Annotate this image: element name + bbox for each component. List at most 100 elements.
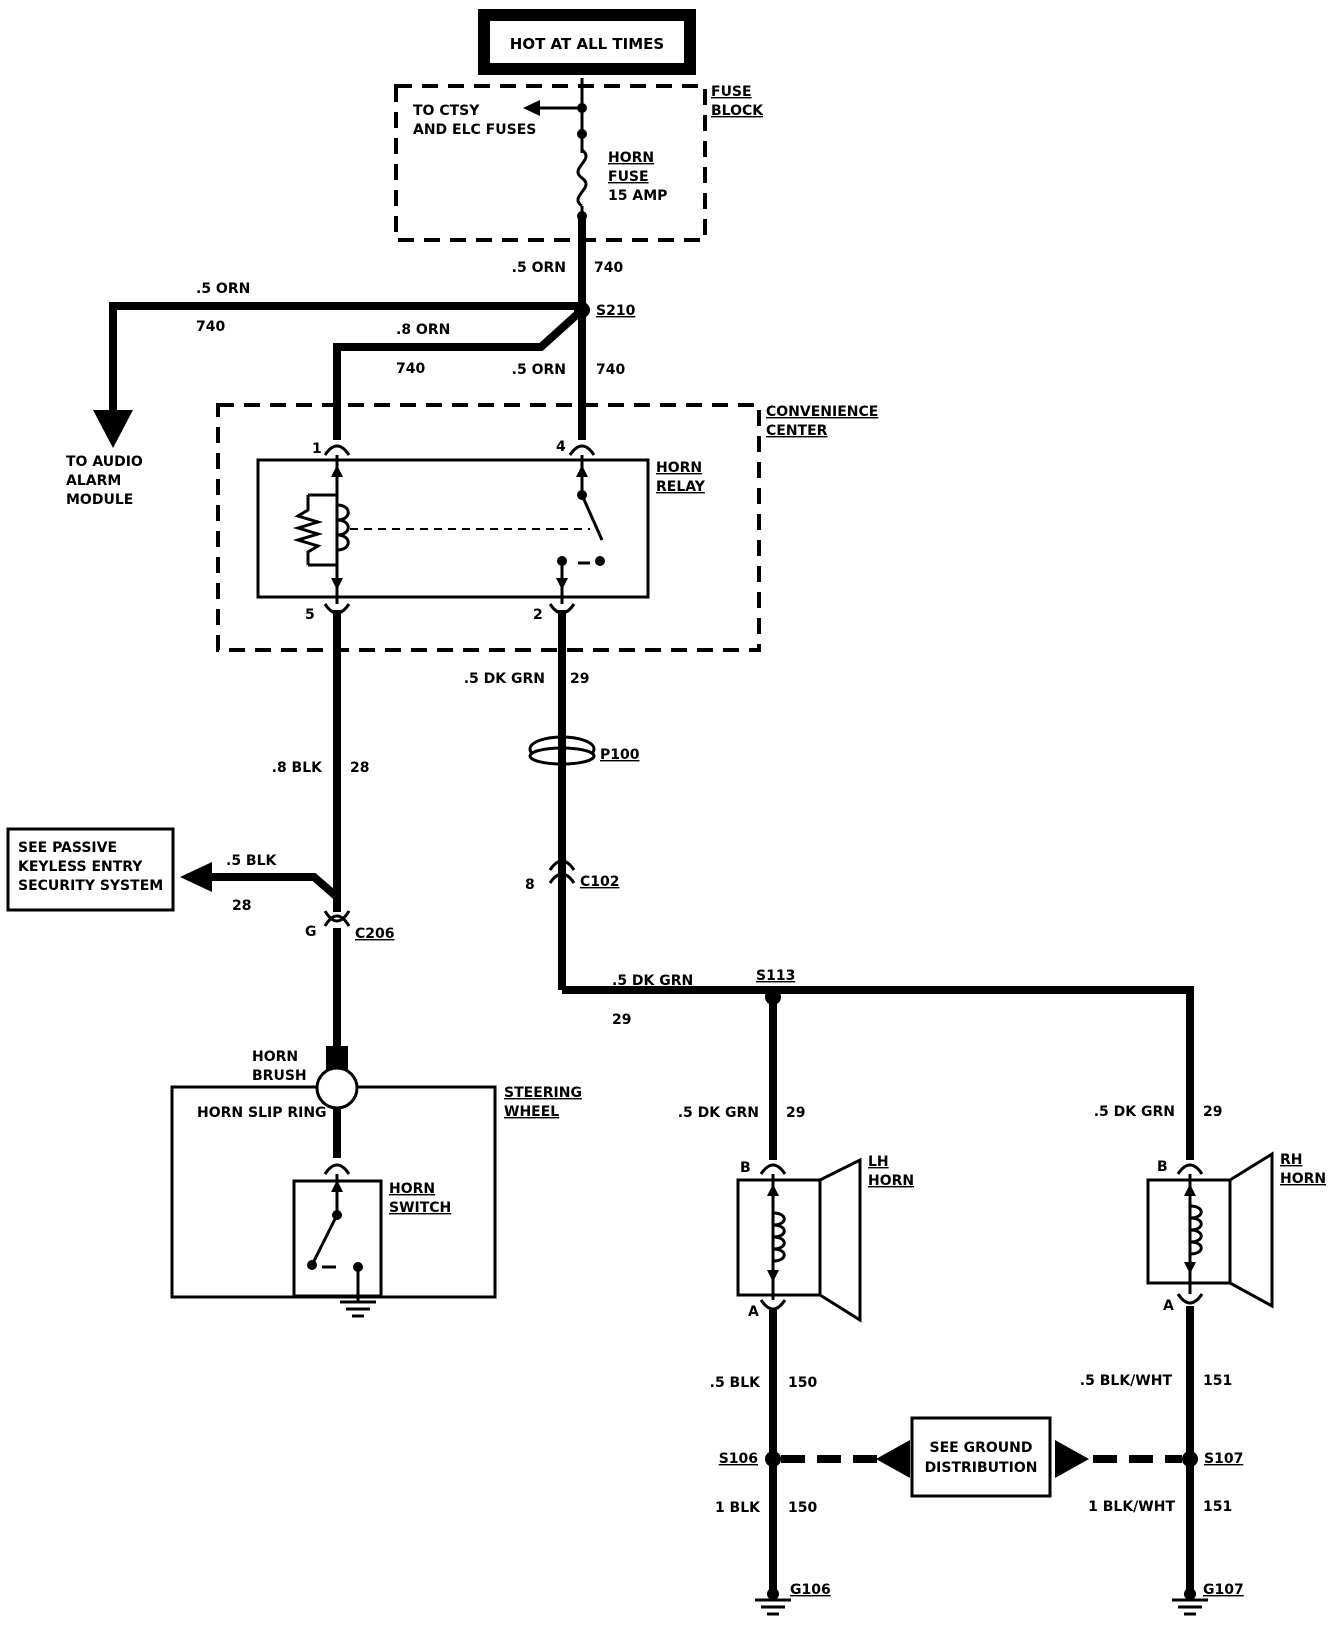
steering-wheel-label-2: WHEEL [504,1104,559,1120]
rh-horn-icon [1229,1151,1274,1309]
lh-horn-pin-a: A [748,1304,759,1320]
relay-pin-1-label: 1 [312,441,322,457]
ground-dist-label-2: DISTRIBUTION [925,1460,1038,1476]
wire-label: 740 [196,319,225,335]
relay-contact-icon [580,494,604,541]
horn-relay-label-2: RELAY [656,479,706,495]
ground-dist-left-arrow-icon [876,1440,910,1478]
wire-label: .5 ORN [512,260,566,276]
wire-label: .5 DK GRN [612,973,693,989]
audio-module-label-3: MODULE [66,492,133,508]
c102-connector [548,859,576,884]
lh-horn: B LH HORN A [736,1154,914,1323]
g107-ground-icon [1172,1588,1208,1616]
fuse-block-title: FUSE [711,84,752,100]
horn-relay: HORN RELAY 1 4 5 2 [256,439,706,623]
horn-slip-ring-label: HORN SLIP RING [197,1105,327,1121]
convenience-center-label: CONVENIENCE [766,404,878,420]
relay-pin-4-label: 4 [556,439,566,455]
rh-horn-label-2: HORN [1280,1171,1326,1187]
wire-label: .8 BLK [272,760,324,776]
wire-label: 151 [1203,1499,1232,1515]
lh-horn-icon [819,1157,862,1323]
rh-horn-coil-icon [1189,1204,1203,1256]
passive-keyless-entry-box: SEE PASSIVE KEYLESS ENTRY SECURITY SYSTE… [6,827,175,912]
wire-label: .5 ORN [196,281,250,297]
convenience-center-label-2: CENTER [766,423,828,439]
horn-switch-label-2: SWITCH [389,1200,451,1216]
wire-label: .5 ORN [512,362,566,378]
lh-horn-pin-b: B [740,1160,751,1176]
c206-pin-label: G [305,924,317,940]
splice-s107 [1182,1451,1198,1467]
wire-label: .5 DK GRN [1094,1104,1175,1120]
audio-arrow-icon [93,410,133,448]
c102-pin-label: 8 [525,877,535,893]
wire-label: 150 [788,1375,817,1391]
horn-brush-label: HORN [252,1049,298,1065]
g107-label: G107 [1203,1582,1244,1598]
wire-label: .5 BLK/WHT [1080,1373,1173,1389]
rh-horn: B RH HORN A [1146,1151,1326,1314]
p100-passthrough: P100 [528,735,640,766]
relay-pin-1-connector [323,444,351,456]
horn-slip-ring-icon [315,1066,359,1110]
wire-label: 740 [594,260,623,276]
steering-wheel: HORN BRUSH HORN SLIP RING STEERING WHEEL… [170,1046,582,1318]
wire-label: 29 [612,1012,631,1028]
wire-label: 151 [1203,1373,1232,1389]
g106-label: G106 [790,1582,831,1598]
ctsy-fuses-label-2: AND ELC FUSES [413,122,536,138]
hot-at-all-times-label: HOT AT ALL TIMES [510,35,664,53]
horn-fuse-icon [576,148,588,208]
c206-label: C206 [355,926,395,942]
ground-distribution: SEE GROUND DISTRIBUTION [781,1416,1182,1498]
wire-label: 29 [1203,1104,1222,1120]
fuse-block: FUSE BLOCK TO CTSY AND ELC FUSES HORN FU… [394,78,764,242]
splice-s113-label: S113 [756,968,795,984]
audio-module-label-2: ALARM [66,473,121,489]
relay-pin-2-label: 2 [533,607,543,623]
pke-arrow-icon [180,862,212,892]
rh-horn-label: RH [1280,1152,1303,1168]
wire-label: .5 BLK [226,853,278,869]
wire-label: 740 [396,361,425,377]
wire-label: .8 ORN [396,322,450,338]
fuse-block-title-2: BLOCK [711,103,764,119]
wire-label: 28 [232,898,251,914]
splice-s210-label: S210 [596,303,636,319]
wire-label: .5 DK GRN [464,671,545,687]
ctsy-arrow-icon [523,100,540,116]
relay-coil-icon [336,503,350,552]
horn-switch-ground-icon [340,1296,376,1318]
wire-label: 740 [596,362,625,378]
splice-s106-label: S106 [719,1451,758,1467]
relay-pin-5-label: 5 [305,607,315,623]
splice-s107-label: S107 [1204,1451,1243,1467]
horn-brush-label-2: BRUSH [252,1068,307,1084]
wire-label: 150 [788,1500,817,1516]
lh-horn-label-2: HORN [868,1173,914,1189]
wire-label: .5 BLK [710,1375,762,1391]
horn-fuse-label-2: FUSE [608,169,649,185]
hot-at-all-times-box: HOT AT ALL TIMES [478,9,696,75]
ground-dist-label: SEE GROUND [930,1440,1033,1456]
pke-label-2: KEYLESS ENTRY [18,859,143,875]
ground-dist-right-arrow-icon [1055,1440,1089,1478]
horn-relay-label: HORN [656,460,702,476]
lh-horn-coil-icon [772,1211,786,1263]
pke-label-3: SECURITY SYSTEM [18,878,163,894]
horn-switch-contact-icon [310,1214,339,1266]
c206-connector [323,910,351,927]
c102-label: C102 [580,874,620,890]
rh-horn-pin-a: A [1163,1298,1174,1314]
rh-horn-pin-b: B [1157,1159,1168,1175]
wire-label: 29 [786,1105,805,1121]
relay-pin-4-connector [568,444,596,456]
wire-label: 28 [350,760,369,776]
p100-label: P100 [600,747,640,763]
wire-label: 29 [570,671,589,687]
ctsy-fuses-label: TO CTSY [413,103,480,119]
lh-horn-label: LH [868,1154,889,1170]
pke-label: SEE PASSIVE [18,840,117,856]
